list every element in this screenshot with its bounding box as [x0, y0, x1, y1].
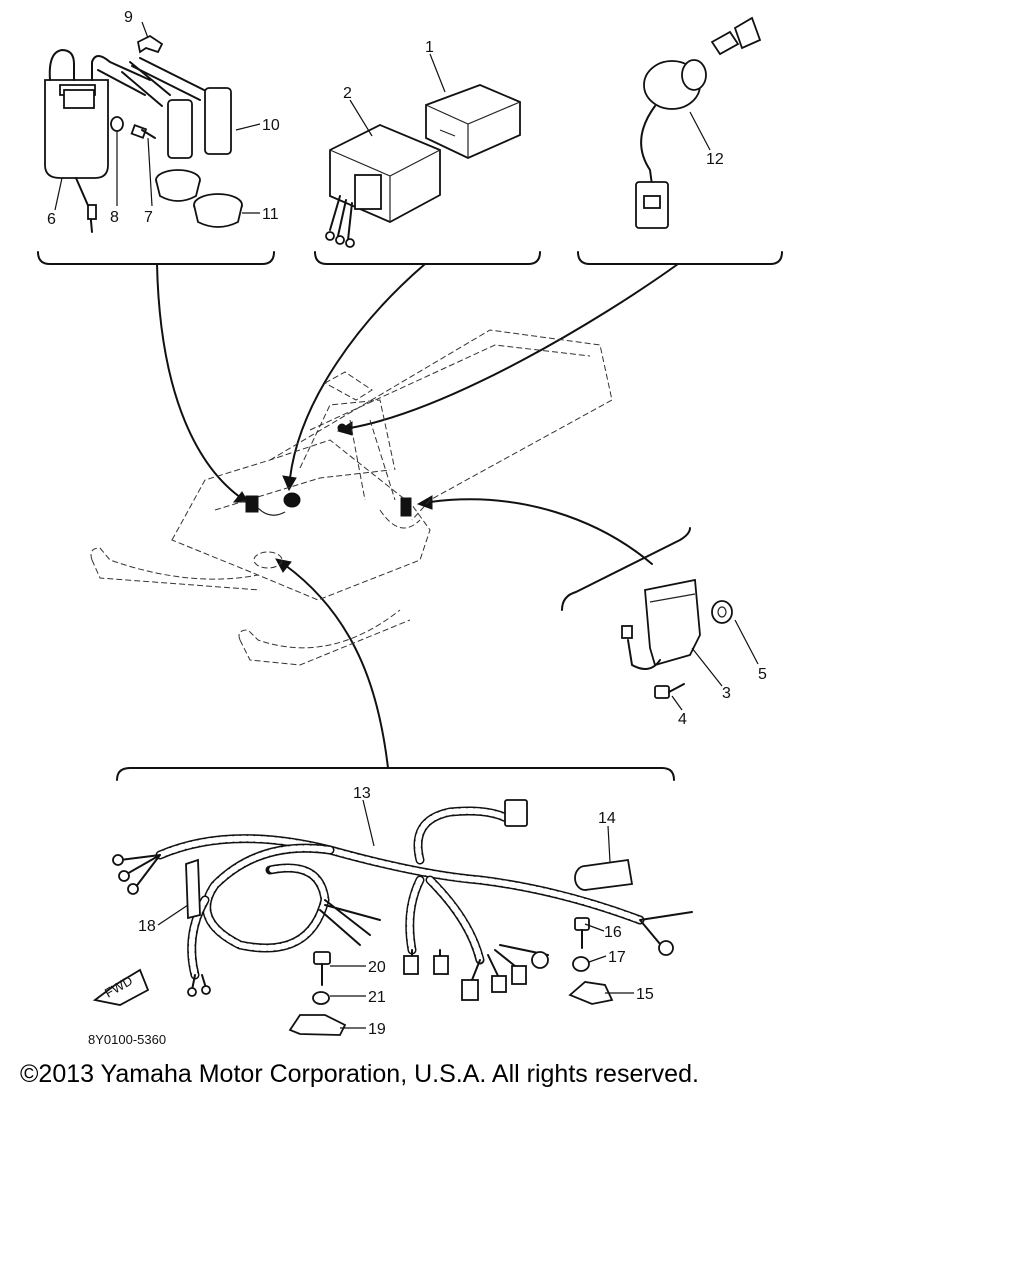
bracket-ignition-coil-group [37, 251, 275, 265]
bolt-part [130, 124, 156, 139]
callout-15: 15 [636, 986, 654, 1003]
small-nut-part [312, 991, 330, 1005]
wire-harness-part [112, 799, 693, 1001]
callout-18: 18 [138, 918, 156, 935]
leader-lines [54, 21, 759, 1029]
harness-clamp-part [185, 858, 201, 920]
fwd-arrow-icon: FWD [92, 968, 150, 1006]
clip-part [136, 34, 164, 54]
location-arrows [156, 263, 679, 769]
bracket-harness-group [116, 767, 675, 781]
callout-8: 8 [110, 209, 119, 226]
callout-2: 2 [343, 85, 352, 102]
harness-bolt-part [574, 917, 590, 949]
rubber-cap-part [155, 169, 243, 228]
grommet-part [574, 858, 634, 891]
callout-17: 17 [608, 949, 626, 966]
band-clamp-part [288, 1014, 347, 1036]
callout-12: 12 [706, 151, 724, 168]
key-icon [710, 16, 762, 56]
regulator-part [621, 578, 701, 670]
nut-part [711, 600, 733, 624]
washer-part [110, 116, 124, 132]
callout-6: 6 [47, 211, 56, 228]
snowmobile-outline [90, 329, 613, 666]
callout-3: 3 [722, 685, 731, 702]
spark-plug-cap-part [121, 57, 232, 159]
screw-part [313, 951, 331, 986]
callout-13: 13 [353, 785, 371, 802]
callout-16: 16 [604, 924, 622, 941]
callout-9: 9 [124, 9, 133, 26]
cdi-unit-part [325, 124, 441, 248]
bracket-regulator-group [561, 527, 691, 611]
bracket-cdi-group [314, 251, 541, 265]
cdi-box-part [425, 84, 521, 159]
callout-11: 11 [262, 206, 279, 223]
exploded-parts-diagram: FWD 1 2 3 4 5 6 7 8 9 10 11 [37, 9, 783, 1047]
ignition-coil [44, 49, 151, 233]
bracket-switch-group [577, 251, 783, 265]
drawing-code: 8Y0100-5360 [88, 1032, 166, 1047]
callout-21: 21 [368, 989, 386, 1006]
callout-4: 4 [678, 711, 687, 728]
regulator-bolt-part [654, 683, 685, 699]
callout-10: 10 [262, 117, 280, 134]
copyright-notice: ©2013 Yamaha Motor Corporation, U.S.A. A… [20, 1060, 699, 1088]
callout-5: 5 [758, 666, 767, 683]
harness-washer-part [572, 956, 590, 972]
callout-7: 7 [144, 209, 153, 226]
callout-19: 19 [368, 1021, 386, 1038]
callout-labels: 1 2 3 4 5 6 7 8 9 10 11 12 13 14 15 16 1… [47, 9, 767, 1038]
main-switch-part [635, 59, 707, 229]
callout-14: 14 [598, 810, 616, 827]
callout-20: 20 [368, 959, 386, 976]
callout-1: 1 [425, 39, 434, 56]
